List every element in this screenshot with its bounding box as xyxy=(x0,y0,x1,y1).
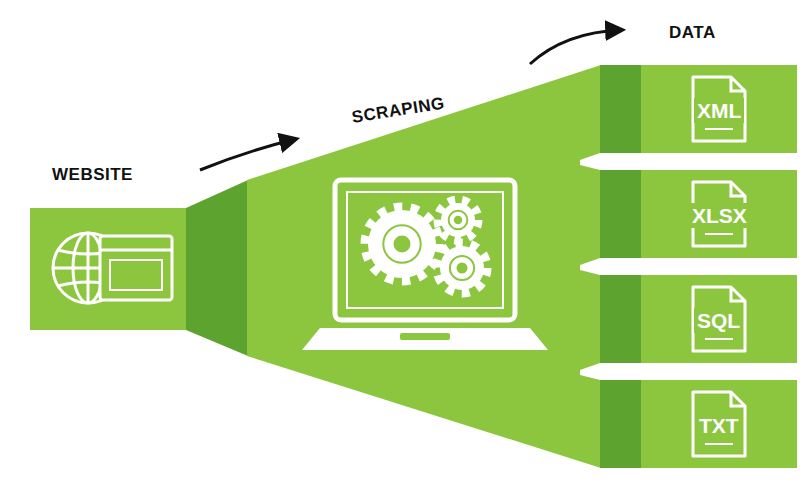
dark-strip xyxy=(600,65,642,153)
flow-arrow xyxy=(200,139,296,170)
dark-strip xyxy=(600,275,642,363)
stage-label: WEBSITE xyxy=(52,165,133,185)
format-label: XML xyxy=(694,98,744,123)
flow-arrow xyxy=(530,30,622,64)
format-label: SQL xyxy=(694,308,743,333)
data-format-box: TXT xyxy=(641,380,797,468)
data-format-box: XLSX xyxy=(641,170,797,258)
website-band xyxy=(30,208,187,330)
stage-label: DATA xyxy=(669,23,716,43)
laptop-icon xyxy=(302,180,548,350)
dark-section xyxy=(186,180,248,356)
data-format-box: SQL xyxy=(641,275,797,363)
gap xyxy=(580,258,800,275)
gears-icon xyxy=(365,200,487,293)
dark-strip xyxy=(600,170,642,258)
gap xyxy=(580,153,800,170)
data-format-box: XML xyxy=(641,65,797,153)
browser-window-icon xyxy=(100,236,172,300)
dark-strip xyxy=(600,380,642,468)
gap xyxy=(580,363,800,380)
format-label: TXT xyxy=(696,413,742,438)
funnel-body xyxy=(247,65,601,468)
format-label: XLSX xyxy=(689,203,750,228)
